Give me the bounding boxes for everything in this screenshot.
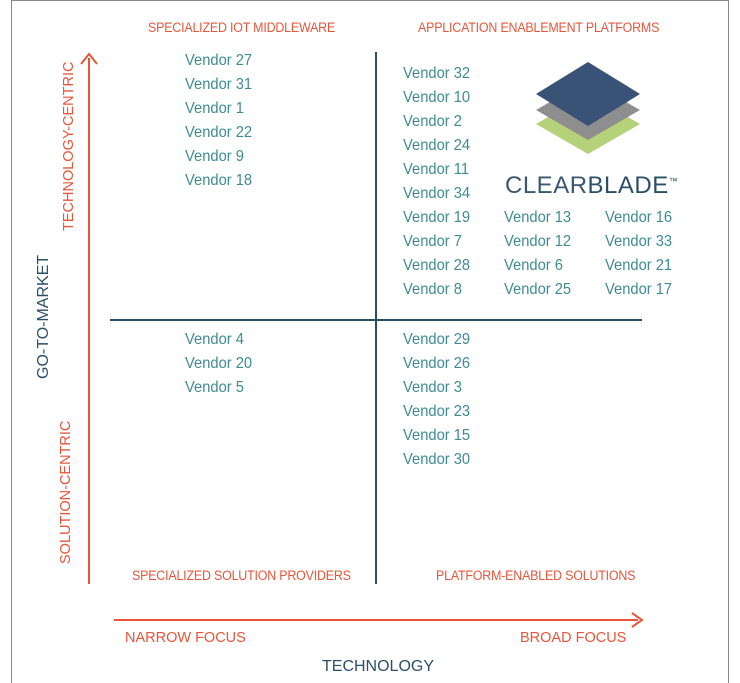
list-item: Vendor 28	[403, 257, 471, 274]
list-item: Vendor 21	[605, 257, 673, 274]
y-axis-top-label: TECHNOLOGY-CENTRIC	[61, 61, 77, 231]
x-axis-right-label: BROAD FOCUS	[520, 630, 627, 646]
wordmark-bold: BLADE	[587, 172, 669, 199]
list-item: Vendor 1	[185, 100, 244, 117]
list-item: Vendor 15	[403, 427, 471, 444]
list-item: Vendor 32	[403, 65, 471, 82]
x-axis-title: TECHNOLOGY	[322, 658, 435, 675]
list-item: Vendor 34	[403, 185, 471, 202]
list-item: Vendor 27	[185, 52, 253, 69]
list-item: Vendor 5	[185, 379, 244, 396]
list-item: Vendor 12	[504, 233, 572, 250]
list-item: Vendor 30	[403, 451, 471, 468]
list-item: Vendor 18	[185, 172, 253, 189]
quadrant-horizontal-divider	[110, 319, 642, 321]
list-item: Vendor 3	[403, 379, 462, 396]
list-item: Vendor 31	[185, 76, 253, 93]
list-item: Vendor 8	[403, 281, 462, 298]
list-item: Vendor 19	[403, 209, 471, 226]
list-item: Vendor 2	[403, 113, 462, 130]
frame-top-border	[11, 0, 729, 1]
list-item: Vendor 9	[185, 148, 244, 165]
quadrant-title-top-left: SPECIALIZED IOT MIDDLEWARE	[148, 20, 336, 35]
y-axis-arrowhead	[80, 52, 98, 65]
list-item: Vendor 25	[504, 281, 572, 298]
list-item: Vendor 10	[403, 89, 471, 106]
list-item: Vendor 20	[185, 355, 253, 372]
vendor-list-top-right-col2: Vendor 13 Vendor 12 Vendor 6 Vendor 25	[504, 206, 571, 302]
x-axis-left-label: NARROW FOCUS	[125, 630, 246, 646]
list-item: Vendor 24	[403, 137, 471, 154]
vendor-list-top-right-col3: Vendor 16 Vendor 33 Vendor 21 Vendor 17	[605, 206, 672, 302]
list-item: Vendor 23	[403, 403, 471, 420]
list-item: Vendor 17	[605, 281, 673, 298]
vendor-list-bottom-left: Vendor 4 Vendor 20 Vendor 5	[185, 328, 252, 400]
y-axis-bottom-label: SOLUTION-CENTRIC	[58, 420, 74, 564]
list-item: Vendor 26	[403, 355, 471, 372]
list-item: Vendor 22	[185, 124, 253, 141]
x-axis-arrowhead	[631, 612, 644, 628]
trademark-symbol: ™	[668, 176, 679, 186]
clearblade-wordmark: CLEARBLADE™	[505, 172, 678, 200]
list-item: Vendor 33	[605, 233, 673, 250]
list-item: Vendor 29	[403, 331, 471, 348]
y-axis-title: GO-TO-MARKET	[35, 254, 52, 379]
list-item: Vendor 16	[605, 209, 673, 226]
quadrant-title-top-right: APPLICATION ENABLEMENT PLATFORMS	[418, 20, 660, 35]
logo-layer-top	[536, 62, 640, 126]
y-axis-line	[88, 58, 90, 584]
list-item: Vendor 13	[504, 209, 572, 226]
x-axis-line	[114, 619, 638, 621]
quadrant-vertical-divider	[375, 52, 377, 584]
quadrant-title-bottom-left: SPECIALIZED SOLUTION PROVIDERS	[132, 568, 351, 583]
quadrant-title-bottom-right: PLATFORM-ENABLED SOLUTIONS	[436, 568, 636, 583]
vendor-list-top-right-col1: Vendor 32 Vendor 10 Vendor 2 Vendor 24 V…	[403, 62, 470, 302]
list-item: Vendor 6	[504, 257, 563, 274]
clearblade-logo	[536, 62, 640, 154]
vendor-list-bottom-right: Vendor 29 Vendor 26 Vendor 3 Vendor 23 V…	[403, 328, 470, 472]
wordmark-light: CLEAR	[505, 172, 588, 199]
vendor-list-top-left: Vendor 27 Vendor 31 Vendor 1 Vendor 22 V…	[185, 49, 252, 193]
list-item: Vendor 4	[185, 331, 244, 348]
list-item: Vendor 7	[403, 233, 462, 250]
list-item: Vendor 11	[403, 161, 470, 178]
diagram-frame	[11, 0, 729, 683]
